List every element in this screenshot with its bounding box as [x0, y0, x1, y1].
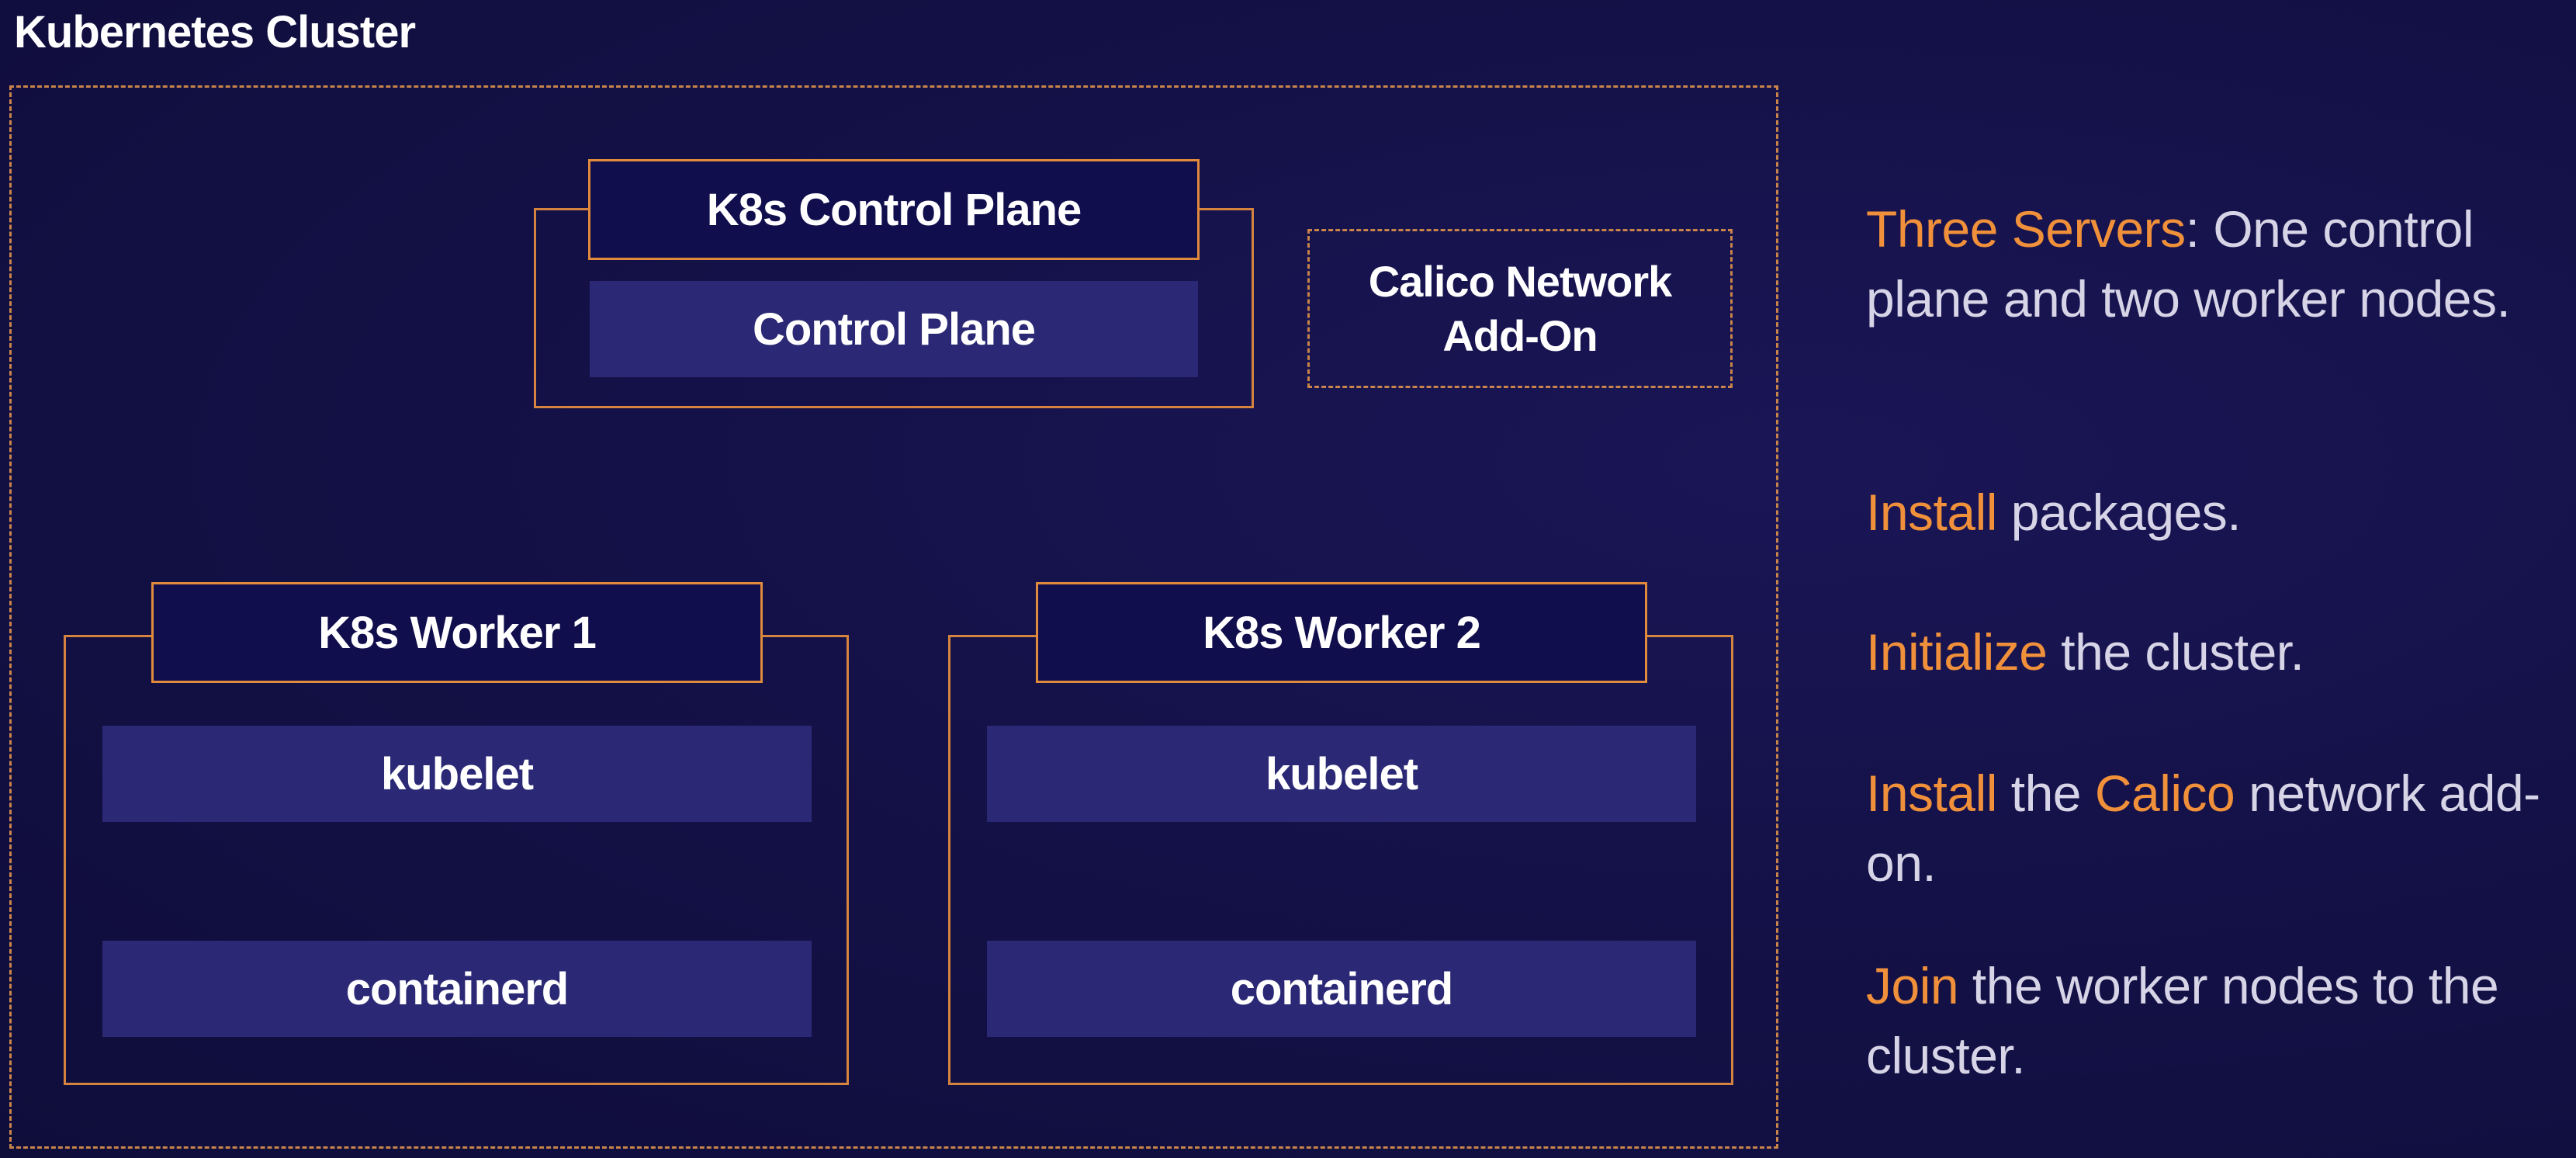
step-item: Three Servers: One control plane and two… [1866, 194, 2564, 334]
calico-addon-box: Calico Network Add-On [1307, 229, 1733, 388]
step-keyword: Join [1866, 957, 1959, 1014]
control-plane-component: Control Plane [590, 281, 1198, 377]
page-title: Kubernetes Cluster [14, 7, 416, 57]
calico-addon-label-1: Calico Network [1368, 256, 1673, 306]
worker-1-kubelet: kubelet [102, 726, 812, 822]
step-keyword: Calico [2094, 764, 2235, 822]
step-item: Join the worker nodes to the cluster. [1866, 951, 2564, 1090]
cluster-boundary [9, 85, 1778, 1149]
worker-2-kubelet: kubelet [987, 726, 1696, 822]
worker-2-containerd: containerd [987, 941, 1696, 1037]
step-keyword: Three Servers [1866, 200, 2186, 258]
step-text: the [1996, 764, 2095, 822]
step-keyword: Initialize [1866, 623, 2048, 681]
step-text: : One control plane and two worker nodes… [1866, 200, 2511, 328]
step-item: Initialize the cluster. [1866, 617, 2564, 687]
worker-1-containerd: containerd [102, 941, 812, 1037]
control-plane-header: K8s Control Plane [588, 159, 1200, 260]
step-text: the cluster. [2047, 623, 2304, 681]
step-item: Install the Calico network add-on. [1866, 758, 2564, 898]
calico-addon-label-2: Add-On [1442, 310, 1598, 360]
step-text: network add-on. [1866, 764, 2540, 892]
step-keyword: Install [1866, 764, 1997, 822]
step-keyword: Install [1866, 484, 1997, 541]
worker-2-header: K8s Worker 2 [1036, 582, 1647, 683]
step-text: packages. [1996, 484, 2242, 541]
step-text: the worker nodes to the cluster. [1866, 957, 2499, 1084]
step-item: Install packages. [1866, 477, 2564, 547]
worker-1-header: K8s Worker 1 [151, 582, 763, 683]
